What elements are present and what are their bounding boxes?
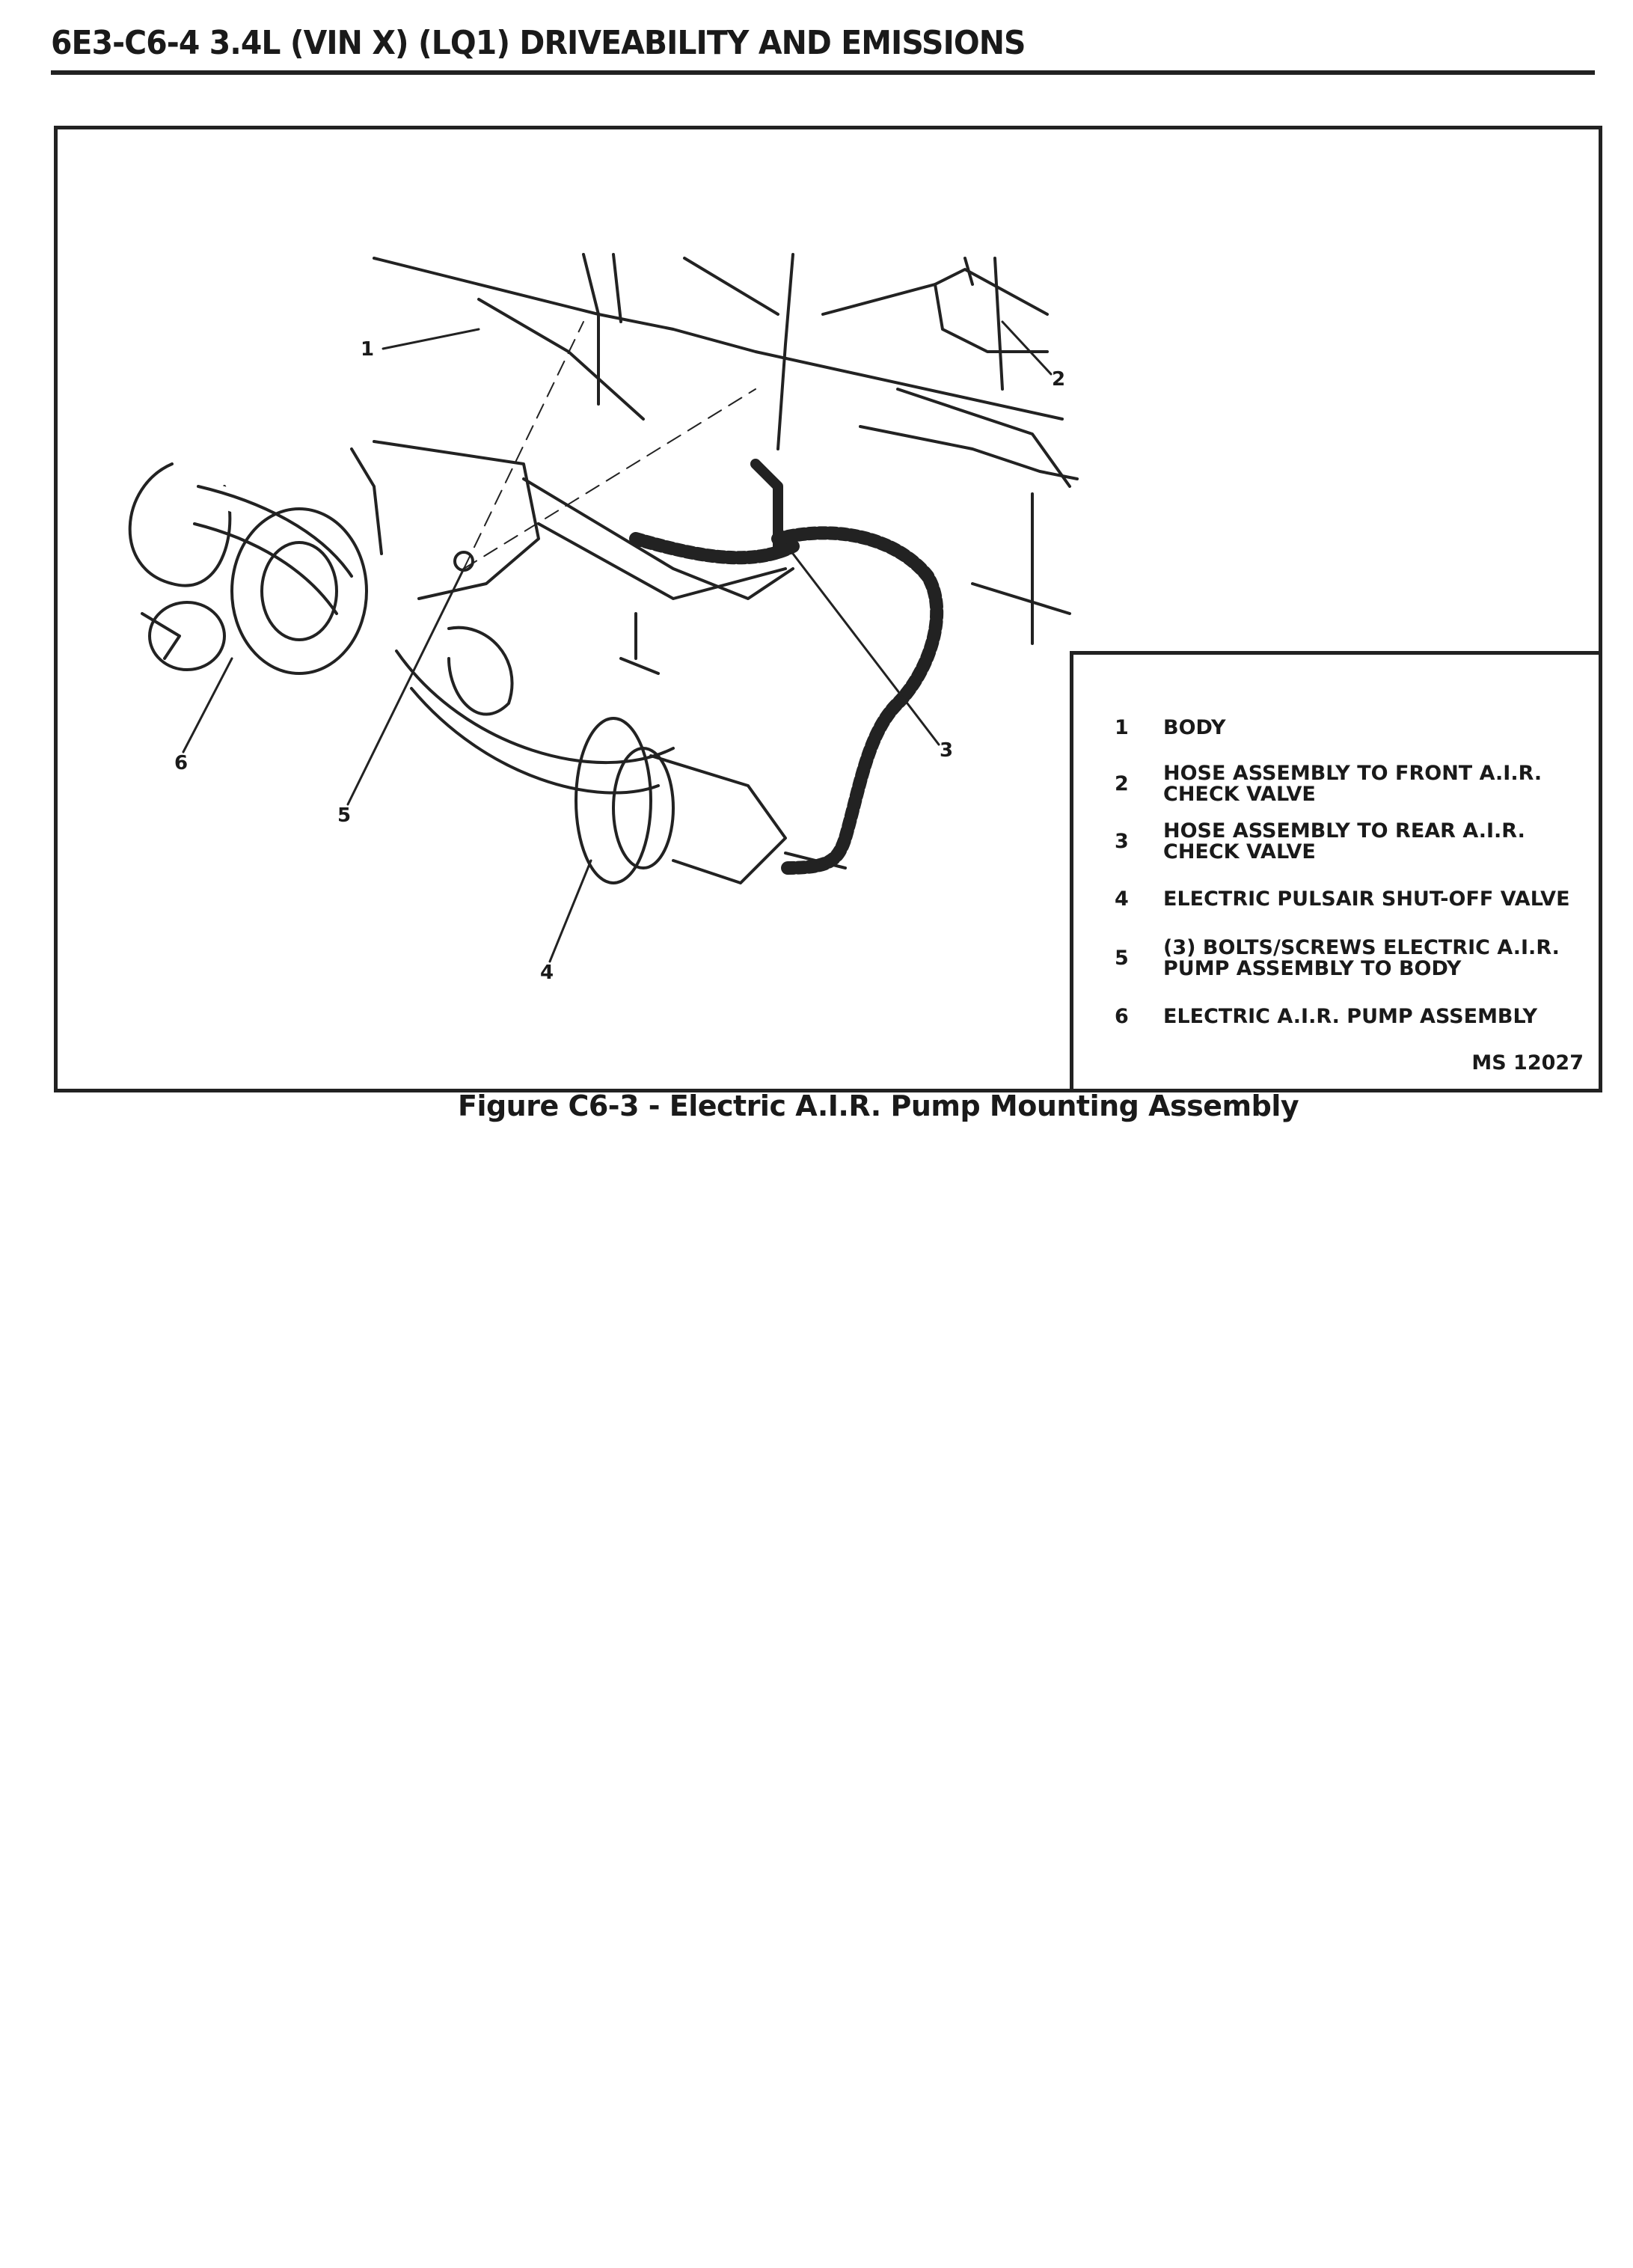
callout-4: 4 [540, 962, 554, 984]
figure-caption: Figure C6-3 - Electric A.I.R. Pump Mount… [458, 1089, 1299, 1122]
callout-5: 5 [337, 804, 352, 827]
callout-2: 2 [1052, 368, 1066, 391]
pump-mounting-illustration [128, 253, 1079, 963]
legend-text: ELECTRIC PULSAIR SHUT-OFF VALVE [1163, 887, 1570, 911]
legend-text: (3) BOLTS/SCREWS ELECTRIC A.I.R. PUMP AS… [1163, 936, 1560, 980]
legend-number: 1 [1115, 716, 1129, 739]
legend-number: 6 [1115, 1005, 1129, 1028]
callout-1: 1 [361, 338, 375, 361]
page-header: 6E3-C6-4 3.4L (VIN X) (LQ1) DRIVEABILITY… [51, 24, 1026, 62]
legend-number: 5 [1115, 947, 1129, 970]
callout-3: 3 [940, 739, 954, 762]
legend-number: 2 [1115, 772, 1129, 795]
legend-box: 1 BODY 2 HOSE ASSEMBLY TO FRONT A.I.R. C… [1070, 651, 1599, 1089]
legend-text: HOSE ASSEMBLY TO REAR A.I.R. CHECK VALVE [1163, 819, 1525, 864]
figure-frame [54, 126, 1602, 1092]
legend-text: ELECTRIC A.I.R. PUMP ASSEMBLY [1163, 1005, 1538, 1028]
figure-code: MS 12027 [1471, 1051, 1584, 1075]
header-rule [51, 70, 1595, 75]
legend-text: BODY [1163, 716, 1226, 739]
legend-number: 3 [1115, 830, 1129, 853]
legend-text: HOSE ASSEMBLY TO FRONT A.I.R. CHECK VALV… [1163, 762, 1542, 806]
callout-6: 6 [174, 752, 189, 774]
legend-number: 4 [1115, 887, 1129, 911]
